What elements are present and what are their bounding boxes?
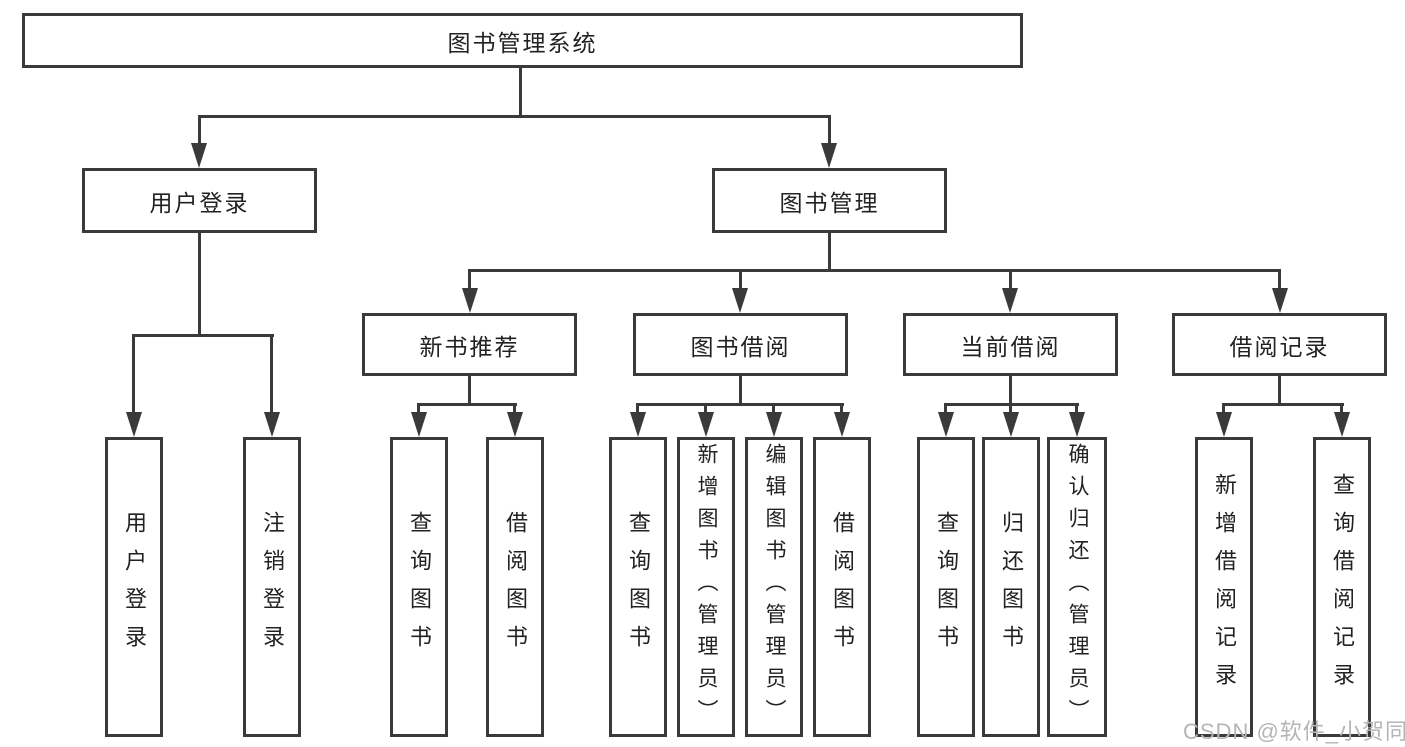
node-label: 用户登录 bbox=[149, 189, 250, 216]
connector-line bbox=[1278, 376, 1281, 406]
leaf-query-books-current: 查询图书 bbox=[917, 437, 975, 737]
connector-line bbox=[636, 403, 844, 406]
arrow-down-icon bbox=[698, 412, 714, 437]
connector-line bbox=[133, 334, 274, 337]
node-label: 查询借阅记录 bbox=[1330, 473, 1355, 701]
connector-line bbox=[513, 403, 516, 415]
node-label: 借阅图书 bbox=[503, 511, 528, 663]
connector-line bbox=[1009, 376, 1012, 406]
arrow-down-icon bbox=[264, 412, 280, 437]
connector-line bbox=[519, 67, 522, 117]
arrow-down-icon bbox=[411, 412, 427, 437]
node-root-label: 图书管理系统 bbox=[447, 29, 598, 56]
node-label: 查询图书 bbox=[934, 511, 959, 663]
connector-line bbox=[704, 403, 707, 415]
leaf-query-books-borrowing: 查询图书 bbox=[609, 437, 667, 737]
connector-line bbox=[1222, 403, 1225, 415]
arrow-down-icon bbox=[1216, 412, 1232, 437]
arrow-down-icon bbox=[821, 143, 837, 168]
connector-line bbox=[417, 403, 420, 415]
leaf-user-login: 用户登录 bbox=[105, 437, 163, 737]
node-label: 借阅记录 bbox=[1229, 333, 1330, 360]
leaf-query-books-recommend: 查询图书 bbox=[390, 437, 448, 737]
node-label: 新增借阅记录 bbox=[1212, 473, 1237, 701]
leaf-borrow-books-recommend: 借阅图书 bbox=[486, 437, 544, 737]
connector-line bbox=[1340, 403, 1343, 415]
node-current-borrowing: 当前借阅 bbox=[903, 313, 1118, 376]
node-label: 图书借阅 bbox=[690, 333, 791, 360]
connector-line bbox=[1009, 269, 1012, 291]
arrow-down-icon bbox=[1002, 288, 1018, 313]
connector-line bbox=[1278, 269, 1281, 291]
connector-line bbox=[198, 115, 201, 145]
connector-line bbox=[840, 403, 843, 415]
connector-line bbox=[944, 403, 947, 415]
connector-line bbox=[636, 403, 639, 415]
arrow-down-icon bbox=[1003, 412, 1019, 437]
node-label: 查询图书 bbox=[407, 511, 432, 663]
arrow-down-icon bbox=[1334, 412, 1350, 437]
connector-line bbox=[739, 376, 742, 406]
leaf-borrow-books: 借阅图书 bbox=[813, 437, 871, 737]
leaf-query-borrow-record: 查询借阅记录 bbox=[1313, 437, 1371, 737]
connector-line bbox=[828, 233, 831, 272]
connector-line bbox=[468, 269, 1281, 272]
connector-line bbox=[270, 334, 273, 414]
node-label: 新增图书（管理员） bbox=[695, 443, 718, 731]
connector-line bbox=[198, 233, 201, 336]
arrow-down-icon bbox=[507, 412, 523, 437]
arrow-down-icon bbox=[630, 412, 646, 437]
node-new-book-recommend: 新书推荐 bbox=[362, 313, 577, 376]
node-label: 注销登录 bbox=[260, 511, 285, 663]
node-borrow-records: 借阅记录 bbox=[1172, 313, 1387, 376]
connector-line bbox=[739, 269, 742, 291]
node-label: 借阅图书 bbox=[830, 511, 855, 663]
arrow-down-icon bbox=[834, 412, 850, 437]
node-label: 归还图书 bbox=[999, 511, 1024, 663]
leaf-edit-book-admin: 编辑图书（管理员） bbox=[745, 437, 803, 737]
csdn-watermark: CSDN @软件_小贺同学 bbox=[1183, 719, 1405, 744]
leaf-logout: 注销登录 bbox=[243, 437, 301, 737]
connector-line bbox=[1009, 403, 1012, 415]
node-label: 新书推荐 bbox=[419, 333, 520, 360]
connector-line bbox=[828, 115, 831, 145]
arrow-down-icon bbox=[938, 412, 954, 437]
connector-line bbox=[468, 376, 471, 406]
connector-line bbox=[198, 115, 831, 118]
arrow-down-icon bbox=[191, 143, 207, 168]
node-label: 图书管理 bbox=[779, 189, 880, 216]
arrow-down-icon bbox=[1272, 288, 1288, 313]
arrow-down-icon bbox=[766, 412, 782, 437]
leaf-return-book: 归还图书 bbox=[982, 437, 1040, 737]
node-label: 用户登录 bbox=[122, 511, 147, 663]
node-root: 图书管理系统 bbox=[22, 13, 1023, 68]
connector-line bbox=[772, 403, 775, 415]
connector-line bbox=[468, 269, 471, 291]
node-label: 编辑图书（管理员） bbox=[763, 443, 786, 731]
arrow-down-icon bbox=[462, 288, 478, 313]
connector-line bbox=[417, 403, 517, 406]
connector-line bbox=[1222, 403, 1344, 406]
leaf-add-book-admin: 新增图书（管理员） bbox=[677, 437, 735, 737]
connector-line bbox=[132, 334, 135, 414]
node-user-login-group: 用户登录 bbox=[82, 168, 317, 233]
connector-line bbox=[1075, 403, 1078, 415]
node-label: 确认归还（管理员） bbox=[1066, 443, 1089, 731]
leaf-add-borrow-record: 新增借阅记录 bbox=[1195, 437, 1253, 737]
arrow-down-icon bbox=[732, 288, 748, 313]
leaf-confirm-return-admin: 确认归还（管理员） bbox=[1047, 437, 1107, 737]
arrow-down-icon bbox=[1069, 412, 1085, 437]
node-book-borrowing: 图书借阅 bbox=[633, 313, 848, 376]
node-label: 查询图书 bbox=[626, 511, 651, 663]
arrow-down-icon bbox=[126, 412, 142, 437]
node-book-management: 图书管理 bbox=[712, 168, 947, 233]
node-label: 当前借阅 bbox=[960, 333, 1061, 360]
